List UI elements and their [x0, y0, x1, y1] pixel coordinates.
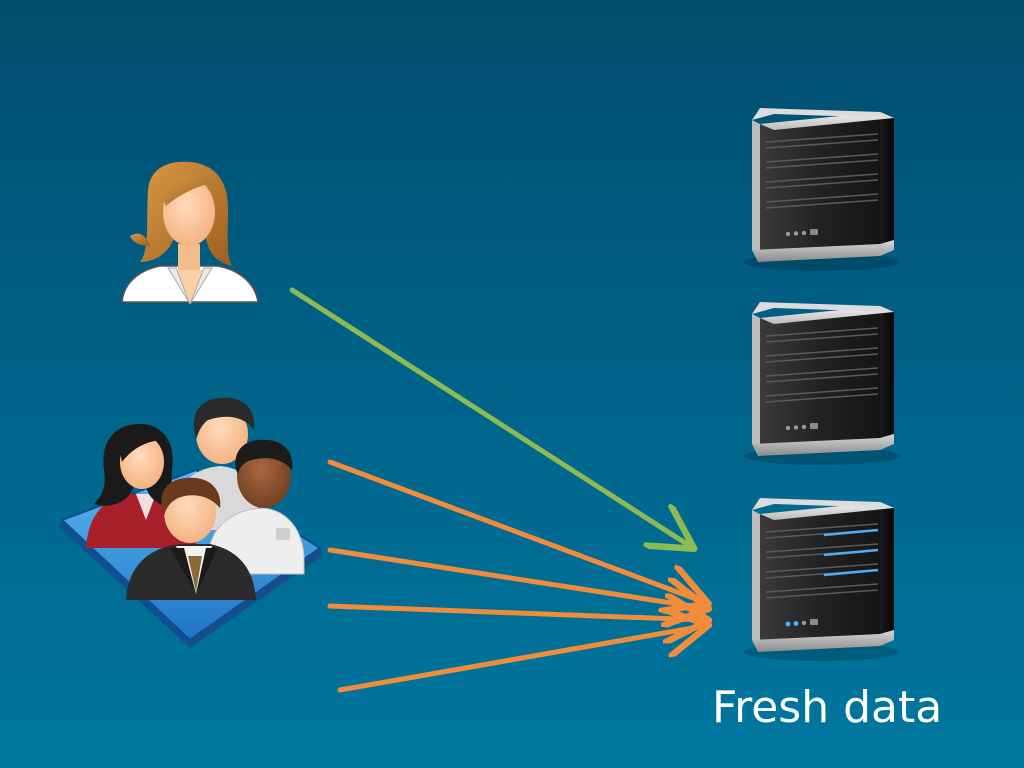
server-icon — [743, 107, 901, 272]
group-arrow — [327, 459, 704, 602]
single-user-arrow — [289, 287, 690, 546]
server-icon — [743, 301, 901, 466]
active-server-icon — [744, 498, 900, 661]
fresh-data-label: Fresh data — [712, 682, 943, 733]
group-arrow — [327, 547, 704, 608]
woman-user-icon — [121, 161, 259, 305]
group-arrow — [337, 626, 704, 693]
group-arrow — [327, 606, 704, 620]
user-group-icon — [58, 397, 322, 648]
